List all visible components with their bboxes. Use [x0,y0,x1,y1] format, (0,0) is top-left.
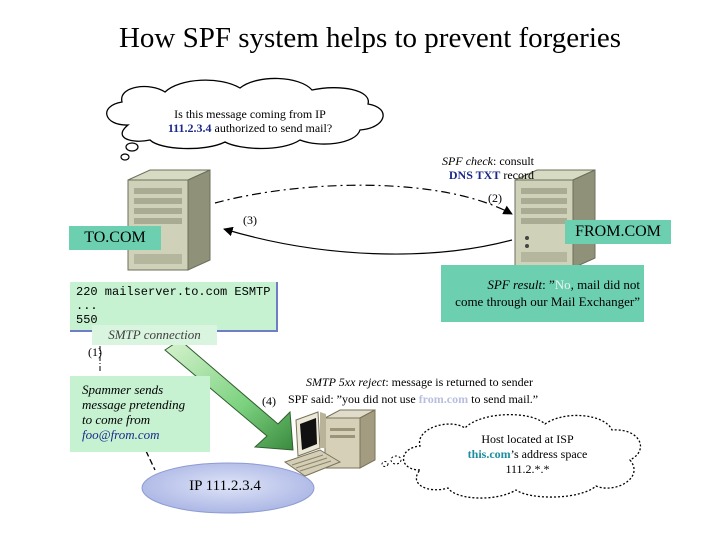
from-com-server-icon [514,169,596,269]
spf-result-text-1: , mail did not [570,277,640,292]
spammer-line-3: to come from [82,412,151,427]
from-com-label: FROM.COM [565,220,671,244]
question-cloud-text: Is this message coming from IP 111.2.3.4… [140,107,360,135]
spf-result-line-2: come through our Mail Exchanger” [455,294,640,309]
step-4-label: (4) [262,394,276,408]
spf-check-line-1: SPF check: consult [424,154,534,168]
reject-text: : message is returned to sender [385,375,533,389]
to-com-label: TO.COM [69,226,161,250]
smtp-line-2: ... [76,299,98,313]
spf-result-quote: : ” [542,277,555,292]
spf-result-line-1: SPF result: ”No, mail did not [441,276,640,293]
isp-domain: this.com [467,447,511,461]
step-1-label: (1) [88,345,102,359]
reject-label: SMTP 5xx reject [306,375,386,389]
isp-cloud [381,414,642,499]
question-line-2: 111.2.3.4 authorized to send mail? [140,121,360,135]
reject-said-prefix: SPF said: ”you did not use [288,392,419,406]
spf-check-label: SPF check [442,154,493,168]
spf-check-dns: DNS TXT [448,168,501,182]
spammer-pc-icon [283,409,376,477]
spf-check-text: SPF check: consult DNS TXT record [424,154,534,182]
question-line-1: Is this message coming from IP [174,107,326,121]
spf-answer-arrow [223,226,513,255]
smtp-line-3: 550 [76,313,98,327]
page-title: How SPF system helps to prevent forgerie… [118,22,622,54]
big-green-arrow [164,339,294,451]
spammer-line-2: message pretending [82,397,186,412]
smtp-connection-label: SMTP connection [92,325,217,345]
dns-query-arrow [214,184,513,215]
isp-line-2: this.com’s address space [440,447,615,462]
spammer-box: Spammer sends message pretending to come… [70,376,210,452]
to-com-server-icon [127,169,211,271]
reject-line-2: SPF said: ”you did not use from.com to s… [288,392,538,406]
ip-ellipse-label: IP 111.2.3.4 [189,478,261,494]
question-cloud [106,77,384,161]
isp-line-3: 111.2.*.* [505,462,550,476]
step-2-label: (2) [488,191,502,205]
question-ip: 111.2.3.4 [167,121,212,135]
spf-result-label: SPF result [487,277,543,292]
isp-line-1: Host located at ISP [481,432,574,446]
reject-domain: from.com [418,392,469,406]
spf-check-text-1: : consult [493,154,534,168]
reject-said-suffix: to send mail.” [468,392,539,406]
spammer-line-1: Spammer sends [82,382,164,397]
smtp-line-1: 220 mailserver.to.com ESMTP [76,285,271,299]
spf-result-box: SPF result: ”No, mail did not come throu… [441,265,644,322]
spammer-email: foo@from.com [82,427,160,442]
spammer-pointer-line [145,450,156,471]
spf-result-no: No [554,277,571,292]
isp-cloud-text: Host located at ISP this.com’s address s… [440,432,615,477]
reject-line-1: SMTP 5xx reject: message is returned to … [306,375,533,389]
spf-check-text-2: record [500,168,534,182]
ip-ellipse [141,462,315,514]
spf-check-line-2: DNS TXT record [424,168,534,182]
step-3-label: (3) [243,213,257,227]
isp-line-2-rest: ’s address space [510,447,588,461]
question-rest: authorized to send mail? [211,121,333,135]
